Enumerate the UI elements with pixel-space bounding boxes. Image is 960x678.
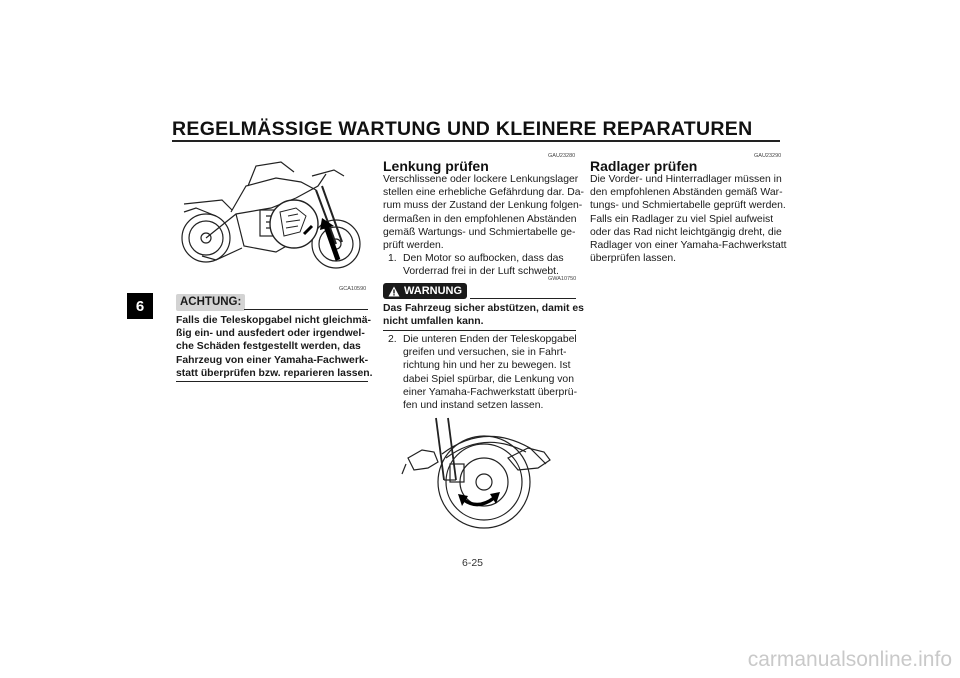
caution-label: ACHTUNG: (180, 296, 242, 308)
caution-line: ßig ein- und ausfedert oder irgendwel- (176, 328, 365, 340)
chapter-tab: 6 (127, 293, 153, 319)
step-number: 2. (388, 334, 397, 345)
step-2: 2. Die unteren Enden der Teleskopgabel gr… (388, 333, 577, 412)
body-line: Falls ein Radlager zu viel Spiel aufweis… (590, 213, 774, 225)
step-number: 1. (388, 253, 397, 264)
section-ref-code: GAU23280 (548, 153, 576, 159)
front-wheel-fork-illustration (401, 417, 551, 529)
body-line: Verschlissene oder lockere Lenkungslager (383, 174, 579, 185)
step-line: Den Motor so aufbocken, dass das (403, 253, 564, 264)
caution-top-rule (244, 309, 368, 310)
caution-line: che Schäden festgestellt werden, das (176, 341, 361, 353)
watermark: carmanualsonline.info (747, 648, 952, 671)
body-line: rum muss der Zustand der Lenkung folgen- (383, 200, 583, 212)
body-line: stellen eine erhebliche Gefährdung dar. … (383, 187, 585, 199)
page-number: 6-25 (462, 557, 484, 569)
step-line: Die unteren Enden der Teleskopgabel (403, 334, 577, 345)
figure-code: GCA10590 (339, 286, 367, 292)
body-line: Radlager von einer Yamaha-Fachwerkstatt (590, 240, 787, 252)
step-line: Vorderrad frei in der Luft schwebt. (403, 266, 559, 278)
section-ref-code: GAU23290 (754, 153, 782, 159)
warning-line: nicht umfallen kann. (383, 316, 484, 328)
steering-intro: Verschlissene oder lockere Lenkungslager… (383, 173, 584, 252)
caution-text: Falls die Teleskopgabel nicht gleichmä- … (176, 314, 373, 380)
step-line: fen und instand setzen lassen. (403, 400, 544, 412)
caution-bottom-rule (176, 381, 368, 382)
section-heading-steering: Lenkung prüfen (383, 158, 489, 174)
caution-line: Falls die Teleskopgabel nicht gleichmä- (176, 315, 371, 326)
step-line: greifen und versuchen, sie in Fahrt- (403, 347, 567, 359)
caution-line: Fahrzeug von einer Yamaha-Fachwerk- (176, 354, 369, 366)
step-line: richtung hin und her zu bewegen. Ist (403, 360, 571, 372)
caution-badge: ACHTUNG: (176, 294, 246, 311)
warning-triangle-icon (388, 286, 400, 296)
body-line: prüft werden. (383, 240, 444, 252)
body-line: überprüfen lassen. (590, 253, 677, 265)
warning-bottom-rule (383, 330, 576, 331)
body-line: den empfohlenen Abständen gemäß War- (590, 187, 783, 199)
body-line: gemäß Wartungs- und Schmiertabelle ge- (383, 226, 576, 238)
warning-text: Das Fahrzeug sicher abstützen, damit es … (383, 302, 584, 328)
step-1: 1. Den Motor so aufbocken, dass das Vorde… (388, 252, 564, 278)
body-line: dermaßen in den empfohlenen Abständen (383, 213, 577, 225)
body-line: oder das Rad nicht leichtgängig dreht, d… (590, 226, 782, 238)
warning-badge: WARNUNG (383, 283, 468, 299)
step-line: dabei Spiel spürbar, die Lenkung von (403, 373, 574, 385)
warning-top-rule (470, 298, 576, 299)
section-heading-wheel-bearings: Radlager prüfen (590, 158, 698, 174)
caution-line: statt überprüfen bzw. reparieren lassen. (176, 367, 373, 379)
warning-label: WARNUNG (404, 285, 463, 297)
body-line: tungs- und Schmiertabelle geprüft werden… (590, 200, 786, 212)
step-line: einer Yamaha-Fachwerkstatt überprü- (403, 386, 578, 398)
warning-line: Das Fahrzeug sicher abstützen, damit es (383, 303, 584, 314)
warning-code: GWA10750 (548, 276, 577, 282)
wheel-bearings-text: Die Vorder- und Hinterradlager müssen in… (590, 173, 787, 265)
header-rule (172, 140, 780, 142)
body-line: Die Vorder- und Hinterradlager müssen in (590, 174, 782, 185)
motorcycle-fork-illustration (181, 161, 361, 269)
page-header-title: REGELMÄSSIGE WARTUNG UND KLEINERE REPARA… (172, 118, 753, 140)
